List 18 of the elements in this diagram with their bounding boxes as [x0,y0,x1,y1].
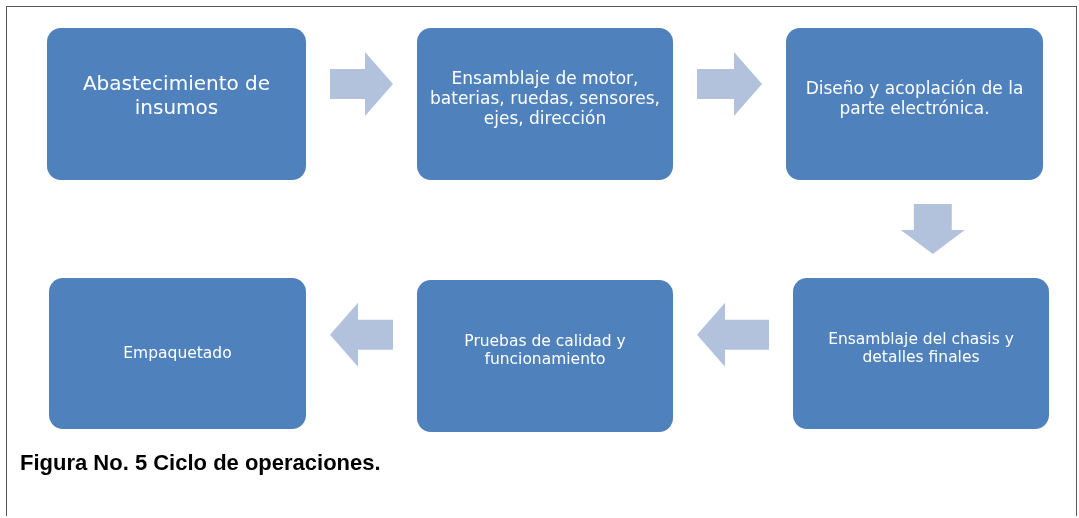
block-arrow [697,52,762,116]
process-box [786,28,1043,180]
block-arrow [330,52,393,116]
process-box [417,280,673,432]
block-arrow [330,302,393,367]
step-label: Pruebas de calidad y funcionamiento [463,332,627,368]
block-arrow [900,204,965,254]
step-label: Ensamblaje de motor, baterias, ruedas, sensores, ejes, dirección [429,68,661,128]
step-label: Abastecimiento de insumos [81,71,272,119]
step-label: Empaquetado [123,343,232,362]
process-box [793,278,1049,429]
figure-caption: Figura No. 5 Ciclo de operaciones. [20,450,381,476]
step-label: Diseño y acoplación de la parte electrónica. [804,78,1025,118]
process-box [417,28,673,180]
process-box [47,28,306,180]
step-label: Ensamblaje del chasis y detalles finales [827,329,1015,366]
block-arrow [697,302,769,367]
process-box [49,278,306,429]
